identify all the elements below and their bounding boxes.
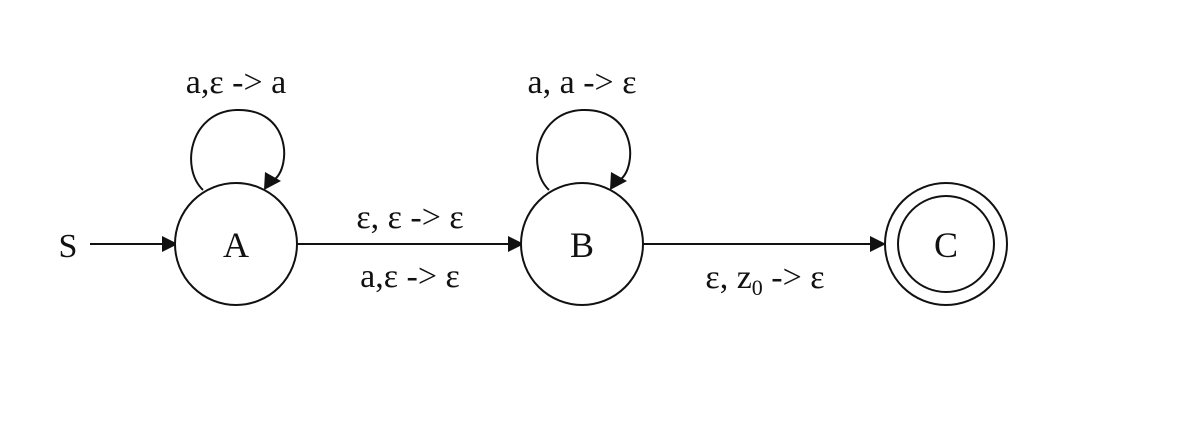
state-c: C bbox=[884, 182, 1008, 306]
edge-a-b-bottom-label: a,ε -> ε bbox=[360, 258, 460, 295]
edge-b-c-label-suffix: -> ε bbox=[763, 259, 825, 296]
state-b-label: B bbox=[570, 225, 594, 265]
state-b: B bbox=[520, 182, 644, 306]
edge-b-c-label-prefix: ε, z bbox=[705, 259, 751, 296]
loop-a-label: a,ε -> a bbox=[186, 64, 286, 101]
start-arrowhead bbox=[162, 236, 178, 252]
state-a: A bbox=[174, 182, 298, 306]
state-c-label: C bbox=[934, 225, 958, 265]
state-b-circle bbox=[520, 182, 644, 306]
edge-a-b-top-label: ε, ε -> ε bbox=[356, 199, 463, 236]
start-label: S bbox=[59, 228, 78, 265]
loop-b-edge bbox=[536, 108, 632, 191]
edge-b-c-arrowhead bbox=[870, 236, 886, 252]
loop-b-label: a, a -> ε bbox=[528, 64, 637, 101]
loop-a-edge bbox=[190, 108, 286, 191]
edge-a-b-arrowhead bbox=[508, 236, 524, 252]
state-c-inner-circle bbox=[897, 195, 995, 293]
loop-a-arrowhead bbox=[264, 172, 281, 190]
loop-b-arrowhead bbox=[610, 172, 627, 190]
state-a-label: A bbox=[223, 225, 249, 265]
edge-b-c-label: ε, z0 -> ε bbox=[705, 259, 824, 300]
state-a-circle bbox=[174, 182, 298, 306]
edge-b-c-label-subscript: 0 bbox=[752, 275, 763, 300]
